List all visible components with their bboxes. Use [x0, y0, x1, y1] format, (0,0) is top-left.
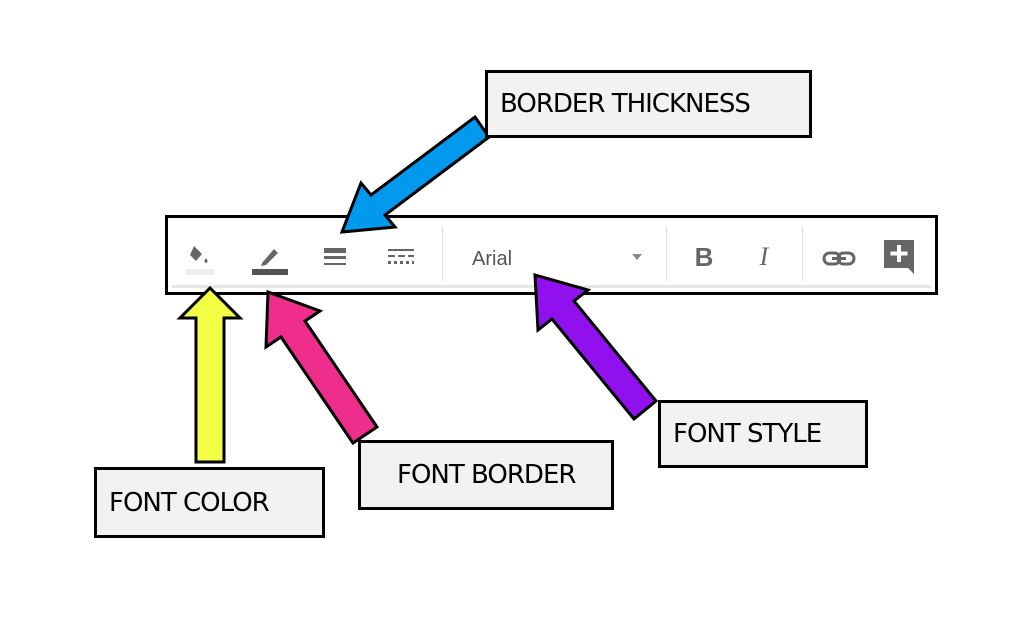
divider — [666, 226, 667, 281]
font-style-text: FONT STYLE — [673, 419, 822, 449]
font-color-arrow — [176, 285, 244, 464]
border-thickness-label: BORDER THICKNESS — [485, 70, 812, 138]
link-icon — [822, 251, 856, 266]
bold-button[interactable]: B — [690, 242, 718, 272]
border-dash-icon — [388, 249, 414, 264]
font-select-value: Arial — [472, 248, 513, 270]
font-style-arrow — [533, 272, 659, 422]
border-color-button[interactable] — [252, 244, 288, 275]
font-border-label: FONT BORDER — [358, 440, 614, 510]
border-thickness-text: BORDER THICKNESS — [500, 89, 751, 119]
font-select[interactable]: Arial — [472, 248, 642, 272]
border-weight-icon — [324, 248, 346, 265]
italic-icon: I — [759, 242, 769, 271]
border-thickness-arrow — [339, 114, 492, 234]
font-color-text: FONT COLOR — [109, 487, 270, 518]
link-button[interactable] — [822, 244, 856, 274]
insert-comment-button[interactable] — [882, 238, 914, 274]
font-border-text: FONT BORDER — [397, 460, 576, 490]
divider — [802, 226, 803, 281]
font-border-arrow — [264, 289, 380, 446]
border-weight-button[interactable] — [322, 244, 350, 274]
divider — [442, 226, 443, 281]
border-dash-button[interactable] — [386, 244, 414, 274]
italic-button[interactable]: I — [750, 242, 778, 272]
add-comment-icon — [884, 240, 914, 274]
font-style-label: FONT STYLE — [658, 400, 868, 468]
fill-color-button[interactable] — [186, 244, 214, 275]
pencil-icon — [252, 249, 288, 275]
bold-icon: B — [694, 242, 714, 272]
font-color-label: FONT COLOR — [94, 467, 325, 538]
paint-bucket-icon — [186, 246, 214, 275]
chevron-down-icon — [632, 254, 642, 260]
